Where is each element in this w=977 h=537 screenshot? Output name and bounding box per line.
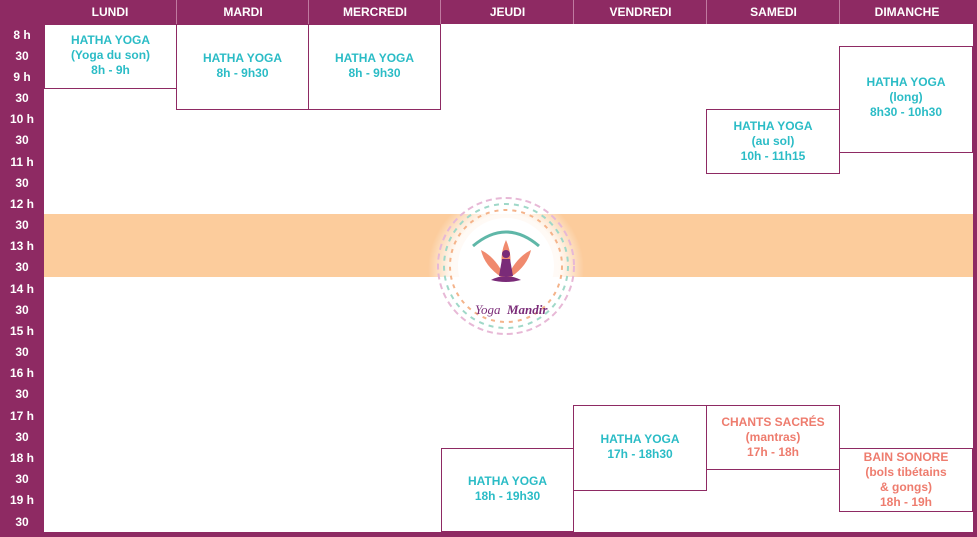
day-header-jeudi: JEUDI	[440, 0, 574, 24]
event-mardi-hatha-yoga[interactable]: HATHA YOGA 8h - 9h30	[176, 24, 309, 110]
time-label: 30	[15, 260, 29, 274]
event-subtitle: (long)	[889, 90, 923, 104]
time-label: 17 h	[9, 409, 34, 423]
event-dimanche-bain-sonore[interactable]: BAIN SONORE (bols tibétains & gongs) 18h…	[839, 448, 973, 512]
time-label: 19 h	[9, 493, 34, 507]
time-label: 14 h	[9, 282, 34, 296]
day-header-lundi: LUNDI	[91, 5, 129, 19]
event-mercredi-hatha-yoga[interactable]: HATHA YOGA 8h - 9h30	[308, 24, 441, 110]
event-time: 8h - 9h30	[216, 66, 269, 80]
event-title: HATHA YOGA	[202, 51, 283, 65]
time-label: 15 h	[9, 324, 34, 338]
event-title: BAIN SONORE	[863, 450, 949, 464]
event-title: HATHA YOGA	[600, 432, 680, 446]
time-label: 16 h	[9, 366, 34, 380]
event-title: HATHA YOGA	[866, 75, 946, 89]
time-label: 8 h	[13, 28, 31, 42]
event-jeudi-hatha-yoga[interactable]: HATHA YOGA 18h - 19h30	[441, 448, 574, 532]
event-time: 8h30 - 10h30	[869, 105, 943, 119]
time-label: 30	[15, 430, 29, 444]
event-title: HATHA YOGA	[70, 33, 151, 47]
event-subtitle: (mantras)	[745, 430, 801, 444]
time-label: 30	[15, 176, 29, 190]
event-time: 18h - 19h	[879, 495, 933, 509]
day-header-samedi: SAMEDI	[706, 0, 840, 24]
event-title: CHANTS SACRÉS	[721, 415, 825, 429]
event-subtitle: (bols tibétains	[865, 465, 947, 479]
event-time: 17h - 18h	[746, 445, 800, 459]
time-label: 30	[15, 218, 29, 232]
time-label: 11 h	[10, 155, 34, 169]
time-label: 30	[15, 91, 29, 105]
time-label: 30	[15, 303, 29, 317]
time-label: 30	[15, 387, 29, 401]
event-time: 8h - 9h30	[348, 66, 401, 80]
time-label: 18 h	[9, 451, 34, 465]
time-label: 30	[15, 345, 29, 359]
event-samedi-hatha-yoga-sol[interactable]: HATHA YOGA (au sol) 10h - 11h15	[706, 109, 840, 174]
day-header-mardi: MARDI	[176, 0, 309, 24]
time-label: 30	[15, 515, 29, 529]
event-time: 18h - 19h30	[474, 489, 541, 503]
event-title: HATHA YOGA	[733, 119, 813, 133]
time-label: 30	[15, 133, 29, 147]
event-time: 17h - 18h30	[607, 447, 673, 461]
time-label: 13 h	[9, 239, 34, 253]
time-label: 12 h	[9, 197, 34, 211]
logo-word-mandir: Mandir	[506, 302, 548, 317]
time-label: 30	[15, 49, 29, 63]
event-subtitle-2: & gongs)	[880, 480, 932, 494]
time-label: 9 h	[13, 70, 31, 84]
event-subtitle: (Yoga du son)	[70, 48, 151, 62]
event-subtitle: (au sol)	[751, 134, 795, 148]
day-header-vendredi: VENDREDI	[573, 0, 707, 24]
event-lundi-hatha-yoga-son[interactable]: HATHA YOGA (Yoga du son) 8h - 9h	[44, 24, 177, 89]
event-time: 10h - 11h15	[740, 149, 806, 163]
event-title: HATHA YOGA	[467, 474, 548, 488]
event-time: 8h - 9h	[91, 63, 130, 77]
event-dimanche-hatha-yoga-long[interactable]: HATHA YOGA (long) 8h30 - 10h30	[839, 46, 973, 153]
time-label: 10 h	[9, 112, 34, 126]
time-label: 30	[15, 472, 29, 486]
event-title: HATHA YOGA	[334, 51, 415, 65]
yoga-mandir-logo: Yoga Mandir	[428, 188, 584, 338]
event-vendredi-hatha-yoga[interactable]: HATHA YOGA 17h - 18h30	[573, 405, 707, 491]
day-header-dimanche: DIMANCHE	[839, 0, 974, 24]
day-header-mercredi: MERCREDI	[308, 0, 441, 24]
event-samedi-chants-sacres[interactable]: CHANTS SACRÉS (mantras) 17h - 18h	[706, 405, 840, 470]
logo-word-yoga: Yoga	[475, 302, 501, 317]
